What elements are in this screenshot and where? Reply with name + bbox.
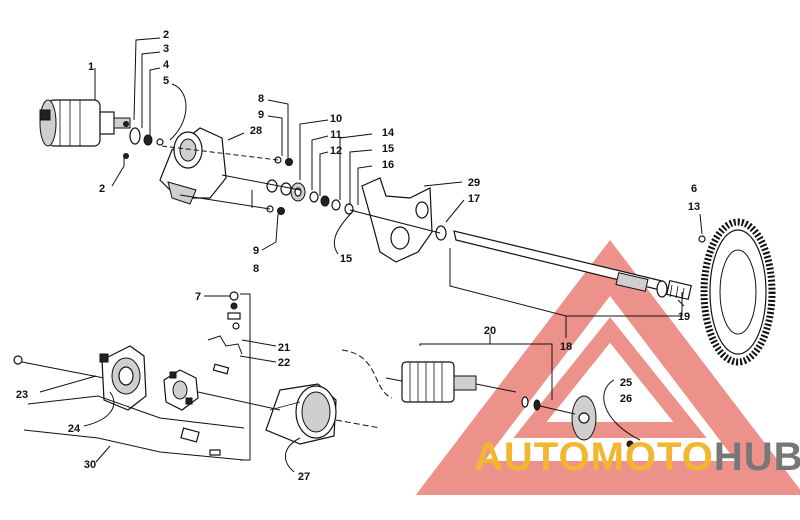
shaft-bushing xyxy=(435,225,447,241)
terminal-hardware xyxy=(180,291,243,456)
callout-2: 2 xyxy=(163,29,169,41)
watermark-hub: HUB xyxy=(714,435,800,479)
drive-end-plate xyxy=(571,395,634,448)
callout-6: 6 xyxy=(691,183,697,195)
armature xyxy=(385,361,517,403)
callout-20: 20 xyxy=(484,325,496,337)
watermark-moto: MOTO xyxy=(591,435,714,479)
callout-15: 15 xyxy=(382,143,394,155)
brush-holder xyxy=(163,369,199,411)
leader-lines xyxy=(39,37,703,473)
callout-19: 19 xyxy=(678,311,690,323)
callout-27: 27 xyxy=(298,471,310,483)
callout-26: 26 xyxy=(620,393,632,405)
callout-15-lower: 15 xyxy=(340,253,352,265)
callout-2-lower: 2 xyxy=(99,183,105,195)
centerlines-upper xyxy=(161,145,441,234)
callout-1: 1 xyxy=(88,61,94,73)
callout-16: 16 xyxy=(382,159,394,171)
upper-bolts xyxy=(266,156,293,215)
through-bolt xyxy=(13,355,105,379)
callout-23: 23 xyxy=(16,389,28,401)
centerlines-lower xyxy=(197,349,576,429)
callout-25: 25 xyxy=(620,377,632,389)
callout-13: 13 xyxy=(688,201,700,213)
motor-housing xyxy=(265,383,337,445)
starter-pinion xyxy=(123,121,164,159)
callout-12: 12 xyxy=(330,145,342,157)
callout-18: 18 xyxy=(560,341,572,353)
watermark-wordmark: AUTOMOTOHUB xyxy=(474,435,800,479)
callout-labels: 1 2 3 4 5 2 28 8 9 10 11 12 14 15 16 29 … xyxy=(16,29,700,483)
shaft-bracket xyxy=(361,177,433,263)
callout-24: 24 xyxy=(68,423,81,435)
callout-28: 28 xyxy=(250,125,262,137)
callout-8: 8 xyxy=(258,93,264,105)
starter-bracket xyxy=(159,127,227,205)
armature-washers xyxy=(521,396,541,411)
callout-10: 10 xyxy=(330,113,342,125)
ring-gear xyxy=(698,218,776,366)
starter-motor xyxy=(39,99,131,147)
callout-3: 3 xyxy=(163,43,169,55)
watermark-auto: AUTO xyxy=(474,435,591,479)
callout-11: 11 xyxy=(330,129,342,141)
svg-text:AUTOMOTOHUB: AUTOMOTOHUB xyxy=(474,435,800,479)
bracket-lines-lower-left xyxy=(23,293,251,461)
callout-5: 5 xyxy=(163,75,169,87)
callout-22: 22 xyxy=(278,357,290,369)
watermark-triangle xyxy=(415,239,800,495)
callout-29: 29 xyxy=(468,177,480,189)
callout-8-lower: 8 xyxy=(253,263,259,275)
callout-17: 17 xyxy=(468,193,480,205)
callout-21: 21 xyxy=(278,342,290,354)
callout-14: 14 xyxy=(382,127,395,139)
bearing-stack xyxy=(266,179,354,215)
callout-30: 30 xyxy=(84,459,96,471)
callout-4: 4 xyxy=(163,59,170,71)
jackshaft xyxy=(453,230,693,301)
callout-9-lower: 9 xyxy=(253,245,259,257)
callout-7: 7 xyxy=(195,291,201,303)
end-cover xyxy=(99,345,147,411)
callout-9: 9 xyxy=(258,109,264,121)
